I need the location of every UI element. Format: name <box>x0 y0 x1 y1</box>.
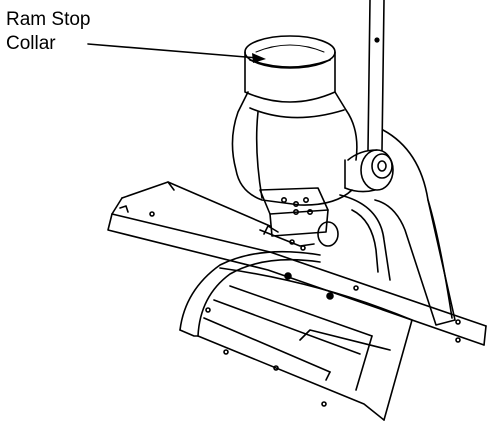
lower-bracket <box>339 194 391 281</box>
ram-housing <box>231 91 358 206</box>
label-line-2: Collar <box>6 33 56 54</box>
ram-stop-collar <box>244 35 336 103</box>
side-knob <box>344 149 394 193</box>
connector-block <box>259 187 339 251</box>
back-plate <box>374 129 456 326</box>
vertical-rod <box>367 0 385 151</box>
curved-shield <box>179 250 413 421</box>
leader-arrow <box>87 43 266 63</box>
label-line-1: Ram Stop <box>6 9 91 30</box>
rail <box>107 181 487 346</box>
ram-stop-collar-label: Ram Stop Collar <box>6 8 90 56</box>
